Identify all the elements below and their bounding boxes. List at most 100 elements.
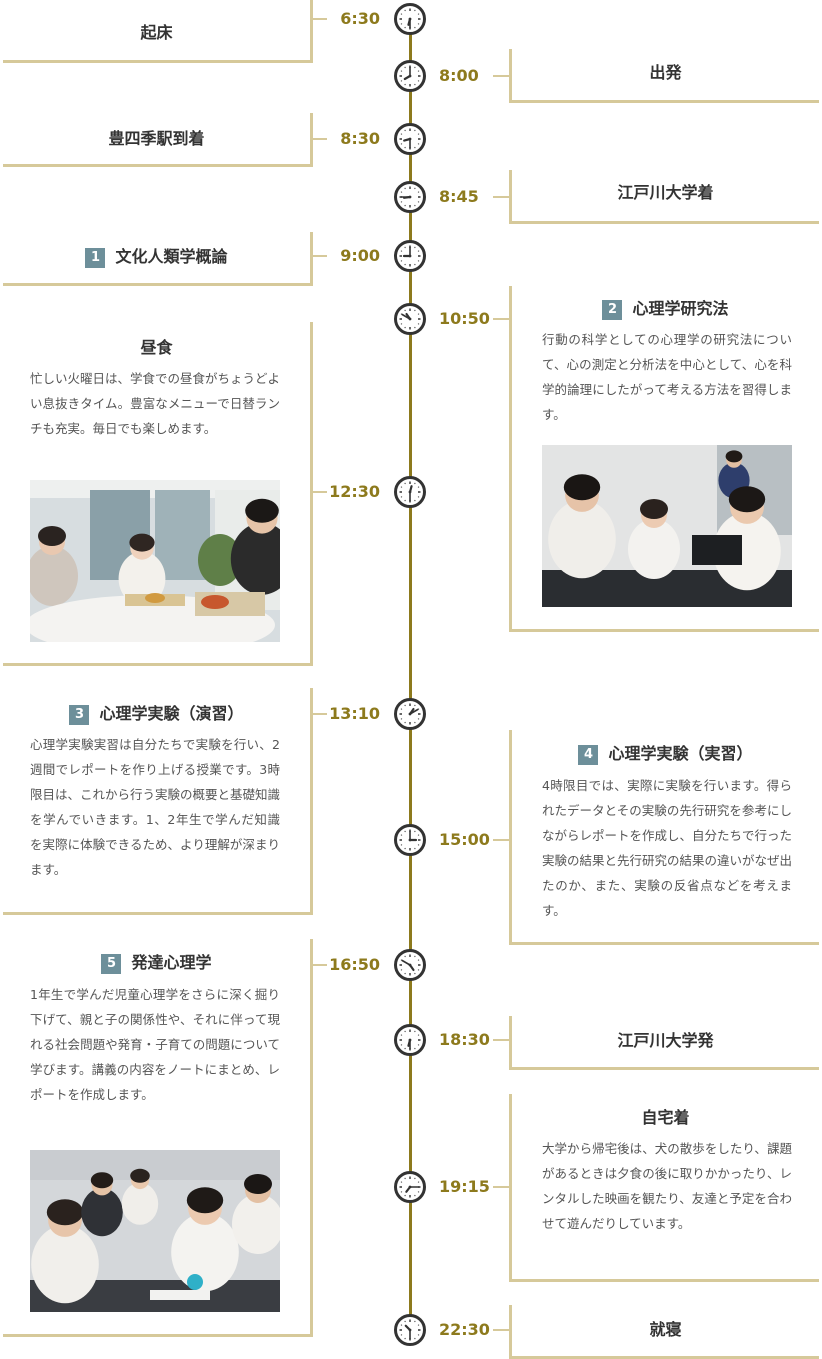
event-title-text: 文化人類学概論 xyxy=(115,247,228,266)
clock-tick xyxy=(414,830,416,833)
event-card: 就寝 xyxy=(509,1305,819,1359)
clock-face xyxy=(399,481,421,503)
clock-tick xyxy=(417,1181,420,1183)
clock-tick xyxy=(417,718,420,720)
photo-notebook xyxy=(150,1290,210,1300)
clock-tick xyxy=(414,263,416,266)
connector-tick xyxy=(313,138,327,140)
time-label: 19:15 xyxy=(439,1177,490,1196)
event-title-text: 昼食 xyxy=(140,338,173,357)
clock-tick xyxy=(414,309,416,312)
clock-tick xyxy=(417,70,420,72)
cafeteria-photo xyxy=(30,480,280,642)
timeline-line xyxy=(409,19,412,1331)
clock-tick xyxy=(404,204,406,207)
person-hair xyxy=(129,533,155,552)
period-badge: 2 xyxy=(602,300,623,320)
clock-face xyxy=(399,8,421,30)
clock-icon xyxy=(394,1314,426,1346)
clock-face xyxy=(399,703,421,725)
clock-center xyxy=(408,712,412,716)
clock-tick xyxy=(414,246,416,249)
event-title: 3 心理学実験（演習） xyxy=(3,703,310,725)
event-title-text: 心理学研究法 xyxy=(632,299,729,318)
clock-tick xyxy=(404,83,406,86)
clock-face xyxy=(399,245,421,267)
person-hair xyxy=(245,498,279,523)
clock-tick xyxy=(414,146,416,149)
event-card: 3 心理学実験（演習） 心理学実験実習は自分たちで実験を行い、2週間でレポートを作り… xyxy=(3,688,313,915)
clock-tick xyxy=(400,1334,403,1336)
connector-tick xyxy=(313,491,327,493)
clock-tick xyxy=(404,129,406,132)
event-title-text: 就寝 xyxy=(649,1320,682,1339)
event-title-text: 豊四季駅到着 xyxy=(108,129,205,148)
clock-tick xyxy=(417,250,420,252)
clock-face xyxy=(399,1319,421,1341)
clock-tick xyxy=(417,133,420,135)
clock-icon xyxy=(394,240,426,272)
clock-center xyxy=(408,1038,412,1042)
connector-tick xyxy=(493,1039,509,1041)
clock-tick xyxy=(400,13,403,15)
clock-tick xyxy=(417,191,420,193)
event-title: 就寝 xyxy=(512,1319,819,1341)
event-description: 心理学実験実習は自分たちで実験を行い、2週間でレポートを作り上げる授業です。3時… xyxy=(30,737,281,877)
person-body xyxy=(548,500,616,579)
clock-tick xyxy=(400,133,403,135)
clock-icon xyxy=(394,123,426,155)
time-label: 9:00 xyxy=(340,246,380,265)
event-title: 2 心理学研究法 xyxy=(512,298,819,320)
clock-center xyxy=(408,317,412,321)
clock-tick xyxy=(414,847,416,850)
clock-tick xyxy=(414,1337,416,1340)
clock-tick xyxy=(417,260,420,262)
clock-tick xyxy=(404,955,406,958)
connector-tick xyxy=(493,839,509,841)
clock-tick xyxy=(400,1181,403,1183)
clock-icon xyxy=(394,181,426,213)
clock-tick xyxy=(400,1044,403,1046)
clock-center xyxy=(408,254,412,258)
cafeteria-photo-image xyxy=(30,480,280,642)
event-title-text: 出発 xyxy=(649,63,682,82)
clock-tick xyxy=(404,309,406,312)
clock-tick xyxy=(414,1047,416,1050)
time-label: 15:00 xyxy=(439,830,490,849)
clock-tick xyxy=(400,260,403,262)
clock-icon xyxy=(394,1024,426,1056)
clock-icon xyxy=(394,824,426,856)
clock-tick xyxy=(400,844,403,846)
period-badge: 3 xyxy=(69,705,90,725)
clock-tick xyxy=(404,1337,406,1340)
clock-tick xyxy=(414,129,416,132)
clock-tick xyxy=(404,246,406,249)
photo-pencilcase xyxy=(187,1274,203,1290)
event-title-text: 発達心理学 xyxy=(131,953,212,972)
clock-tick xyxy=(404,721,406,724)
connector-tick xyxy=(313,713,327,715)
event-description: 忙しい火曜日は、学食での昼食がちょうどよい息抜きタイム。豊富なメニューで日替ラン… xyxy=(30,371,281,436)
photo-food xyxy=(201,595,229,609)
time-label: 10:50 xyxy=(439,309,490,328)
connector-tick xyxy=(313,964,327,966)
person-body xyxy=(628,519,680,579)
event-title-text: 江戸川大学着 xyxy=(617,183,714,202)
event-description: 4時限目では、実際に実験を行います。得られたデータとその実験の先行研究を参考にし… xyxy=(542,778,793,918)
clock-face xyxy=(399,186,421,208)
event-title-text: 江戸川大学発 xyxy=(617,1031,714,1050)
clock-tick xyxy=(400,834,403,836)
clock-tick xyxy=(400,1034,403,1036)
connector-tick xyxy=(493,1329,509,1331)
clock-face xyxy=(399,128,421,150)
clock-tick xyxy=(404,704,406,707)
clock-tick xyxy=(417,844,420,846)
clock-icon xyxy=(394,303,426,335)
classroom-photo-image xyxy=(542,445,792,607)
event-title-text: 心理学実験（演習） xyxy=(99,704,244,723)
person-body xyxy=(121,1182,159,1225)
clock-tick xyxy=(404,187,406,190)
